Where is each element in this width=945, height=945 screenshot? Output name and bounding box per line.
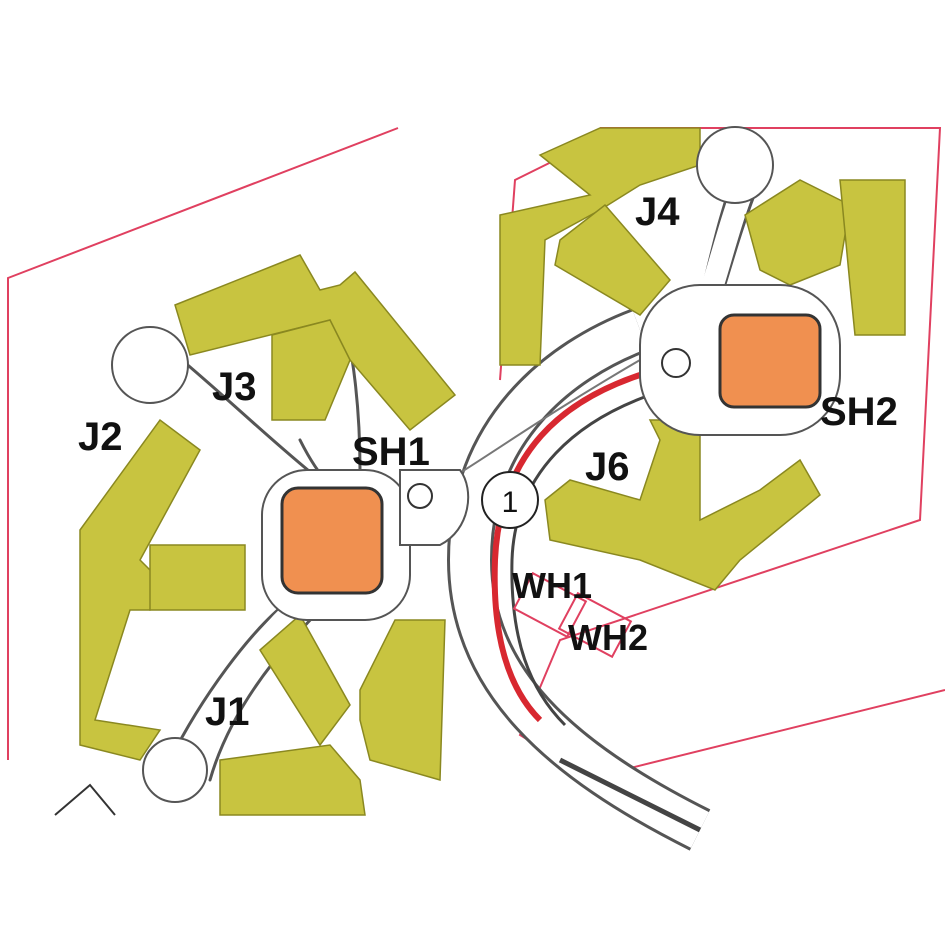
building-j2-inner — [149, 544, 246, 611]
label-wh1: WH1 — [512, 565, 592, 606]
building-j4-right — [744, 179, 851, 286]
core-blocks — [280, 313, 822, 595]
svg-text:1: 1 — [502, 486, 519, 519]
building-j2 — [79, 418, 201, 761]
route-highlight — [491, 372, 641, 723]
edge-symbol — [54, 783, 116, 816]
buildings-left-cluster — [79, 254, 457, 816]
core-sh1 — [280, 486, 384, 595]
building-j4-far — [839, 179, 906, 336]
label-j4: J4 — [635, 190, 680, 234]
building-j1-base — [219, 744, 366, 816]
label-j3: J3 — [212, 365, 257, 409]
label-sh2: SH2 — [820, 390, 898, 434]
label-j2: J2 — [78, 415, 123, 459]
building-j6 — [544, 419, 821, 591]
main-road — [446, 308, 711, 851]
building-j1 — [259, 613, 351, 747]
label-j1: J1 — [205, 690, 250, 734]
buildings-right-cluster — [499, 127, 906, 591]
building-j4-wing — [499, 127, 701, 366]
marker-1: 1 — [481, 471, 539, 529]
label-wh2: WH2 — [568, 617, 648, 658]
building-j3 — [271, 319, 351, 421]
label-j6: J6 — [585, 445, 630, 489]
label-sh1: SH1 — [352, 430, 430, 474]
core-sh2 — [718, 313, 822, 409]
building-j1-wing — [359, 619, 446, 781]
building-j4 — [554, 203, 671, 316]
warehouse-outlines — [512, 571, 633, 659]
lift-icon — [407, 348, 691, 509]
